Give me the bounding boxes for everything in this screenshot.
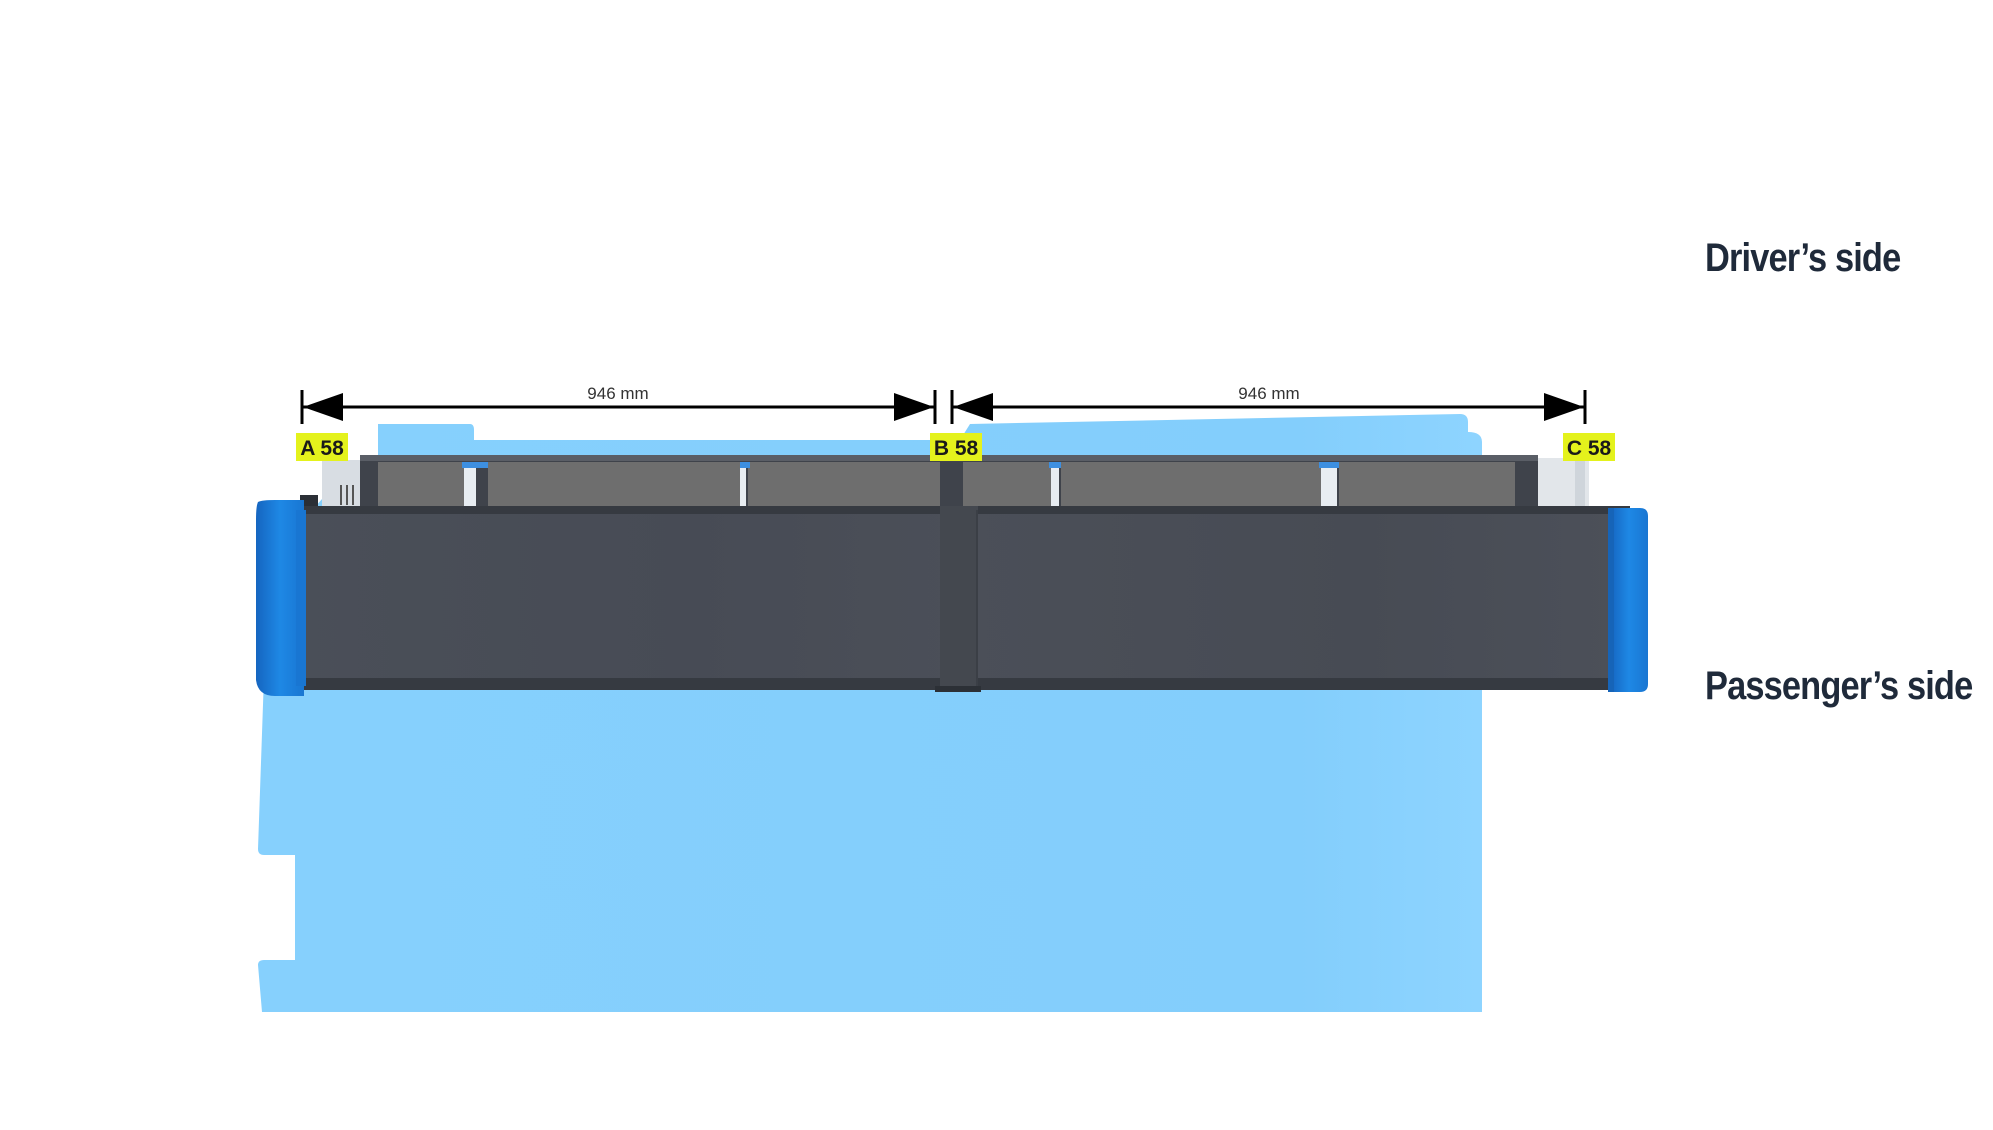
slat [748,462,940,510]
rack-body [290,506,1630,692]
marker-b: B 58 [930,433,982,461]
slat [488,462,740,510]
rack-top-frame [360,455,1538,511]
marker-b-label: B 58 [934,437,979,460]
marker-a-label: A 58 [300,437,344,460]
slat [378,462,464,510]
slat [963,462,1051,510]
dimension-b-c: 946 mm [950,384,1587,424]
dimension-a-b: 946 mm [300,384,937,424]
dimension-label: 946 mm [1238,384,1299,403]
marker-c: C 58 [1563,433,1615,461]
dimension-label: 946 mm [587,384,648,403]
rack-end-cap-right [1608,508,1648,692]
slat [1061,462,1321,510]
marker-a: A 58 [296,433,348,461]
drivers-side-label: Driver’s side [1705,236,1901,280]
passengers-side-label: Passenger’s side [1705,664,1973,708]
marker-c-label: C 58 [1567,437,1612,460]
rack-end-cap-left [256,500,306,696]
slat [1339,462,1515,510]
